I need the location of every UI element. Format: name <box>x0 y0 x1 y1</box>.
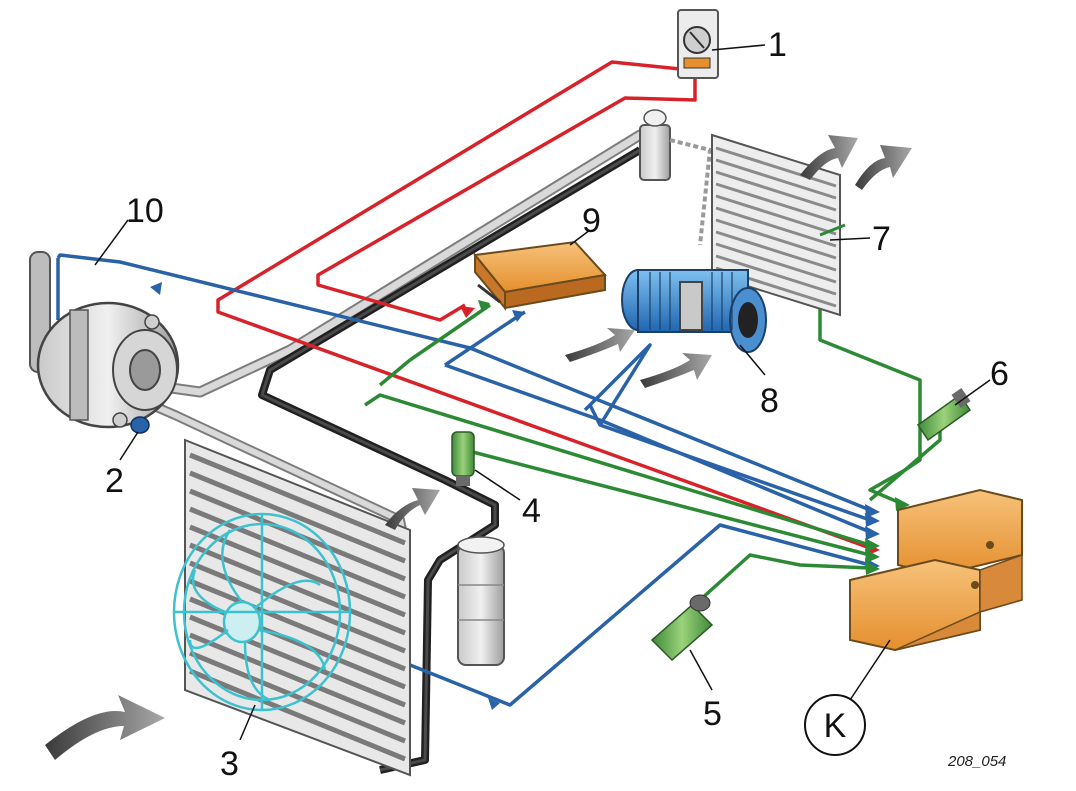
evaporator-fin <box>715 182 837 224</box>
callout-4: 4 <box>522 492 541 530</box>
pressure-sensor <box>451 431 475 486</box>
callout-6: 6 <box>990 355 1009 393</box>
control-module-k <box>849 488 1023 652</box>
compressor-clutch-switch <box>130 416 150 434</box>
callout-2: 2 <box>105 462 124 500</box>
condenser-tube <box>189 542 406 636</box>
evaporator-fin <box>715 206 837 248</box>
callout-labels: 1 2 3 4 5 6 7 8 9 10 <box>105 26 1009 783</box>
callout-1: 1 <box>768 26 787 64</box>
leader-lines <box>94 44 991 741</box>
blue-wire <box>56 253 871 512</box>
condenser-tube <box>189 578 406 672</box>
condenser-tube <box>189 668 406 762</box>
red-wire <box>216 60 871 550</box>
airflow-arrow <box>45 695 165 760</box>
compressor <box>29 251 180 429</box>
airflow-arrow <box>385 488 440 530</box>
condenser-tube <box>189 452 406 546</box>
callout-10: 10 <box>126 192 164 230</box>
figure-code: 208_054 <box>947 753 1006 770</box>
evaporator-fin <box>715 218 837 260</box>
evaporator-temp-sensor <box>819 223 846 237</box>
ac-control-switch <box>677 9 719 79</box>
airflow-arrow <box>800 135 858 180</box>
wire-arrowheads <box>150 282 910 710</box>
temperature-sensor-6 <box>916 388 972 442</box>
condenser-tube <box>189 524 406 618</box>
evaporator-fin <box>715 194 837 236</box>
receiver-drier <box>457 536 505 666</box>
callout-7: 7 <box>872 220 891 258</box>
wiring-harness <box>56 60 942 707</box>
badge-letter: K <box>824 707 847 745</box>
condenser-tube <box>189 470 406 564</box>
airflow-arrow <box>855 145 912 190</box>
pressure-switch-5 <box>650 594 714 662</box>
control-unit <box>473 240 607 311</box>
expansion-valve <box>639 109 713 246</box>
connector-k-badge: K <box>804 694 866 756</box>
evaporator-fin <box>715 230 837 272</box>
condenser <box>184 438 411 777</box>
evaporator-fin <box>715 158 837 200</box>
callout-8: 8 <box>760 382 779 420</box>
condenser-tube <box>189 632 406 726</box>
airflow-arrows <box>45 135 912 760</box>
condenser-tube <box>189 650 406 744</box>
airflow-arrow <box>565 328 635 362</box>
airflow-arrow <box>640 353 712 388</box>
callout-3: 3 <box>220 745 239 783</box>
green-wire <box>409 303 491 362</box>
condenser-tube <box>189 560 406 654</box>
evaporator-fin <box>715 254 837 296</box>
blower-motor <box>621 269 767 353</box>
callout-5: 5 <box>703 695 722 733</box>
callout-9: 9 <box>582 202 601 240</box>
evaporator-fin <box>715 170 837 212</box>
evaporator-fin <box>715 242 837 284</box>
evaporator-fin <box>715 146 837 188</box>
radiator-fan <box>172 512 352 712</box>
